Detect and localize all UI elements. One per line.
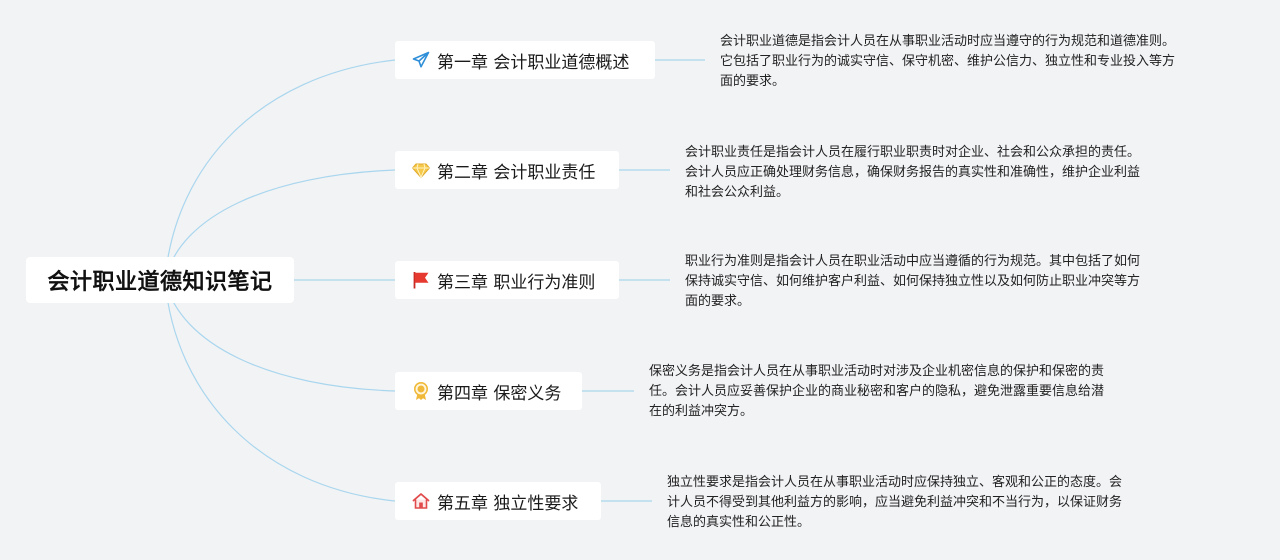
description-line: 保密义务是指会计人员在从事职业活动时对涉及企业机密信息的保护和保密的责	[649, 364, 1105, 379]
description-line: 会计人员应正确处理财务信息，确保财务报告的真实性和准确性，维护企业利益	[685, 165, 1141, 180]
chapter-description-5[interactable]: 独立性要求是指会计人员在从事职业活动时应保持独立、客观和公正的态度。会 计人员不…	[667, 473, 1122, 533]
description-line: 会计职业责任是指会计人员在履行职业职责时对企业、社会和公众承担的责任。	[685, 145, 1141, 160]
description-line: 会计职业道德是指会计人员在从事职业活动时应当遵守的行为规范和道德准则。	[720, 34, 1176, 49]
chapter-node-2[interactable]: 第二章 会计职业责任	[395, 151, 619, 189]
description-line: 任。会计人员应妥善保护企业的商业秘密和客户的隐私，避免泄露重要信息给潜	[649, 384, 1105, 399]
chapter-description-1[interactable]: 会计职业道德是指会计人员在从事职业活动时应当遵守的行为规范和道德准则。 它包括了…	[720, 32, 1175, 92]
medal-icon	[411, 381, 431, 401]
chapter-label: 第二章 会计职业责任	[437, 162, 596, 183]
description-line: 面的要求。	[720, 74, 786, 89]
chapter-node-1[interactable]: 第一章 会计职业道德概述	[395, 41, 655, 79]
description-line: 计人员不得受到其他利益方的影响，应当避免利益冲突和不当行为，以保证财务	[667, 495, 1123, 510]
chapter-label: 第三章 职业行为准则	[437, 272, 596, 293]
description-line: 在的利益冲突方。	[649, 404, 754, 419]
description-line: 信息的真实性和公正性。	[667, 515, 811, 530]
connector-root-chapter-4	[164, 279, 396, 392]
connector-root-chapter-2	[164, 169, 396, 281]
gem-icon	[411, 160, 431, 180]
chapter-description-3[interactable]: 职业行为准则是指会计人员在职业活动中应当遵循的行为规范。其中包括了如何 保持诚实…	[685, 252, 1140, 312]
chapter-label: 第一章 会计职业道德概述	[437, 52, 630, 73]
description-line: 面的要求。	[685, 294, 751, 309]
description-line: 职业行为准则是指会计人员在职业活动中应当遵循的行为规范。其中包括了如何	[685, 254, 1141, 269]
home-icon	[411, 491, 431, 511]
description-line: 它包括了职业行为的诚实守信、保守机密、维护公信力、独立性和专业投入等方	[720, 54, 1176, 69]
chapter-label: 第四章 保密义务	[437, 383, 562, 404]
description-line: 和社会公众利益。	[685, 185, 790, 200]
description-line: 保持诚实守信、如何维护客户利益、如何保持独立性以及如何防止职业冲突等方	[685, 274, 1141, 289]
flag-icon	[411, 270, 431, 290]
chapter-label: 第五章 独立性要求	[437, 493, 579, 514]
chapter-node-3[interactable]: 第三章 职业行为准则	[395, 261, 619, 299]
chapter-node-5[interactable]: 第五章 独立性要求	[395, 482, 601, 520]
chapter-description-4[interactable]: 保密义务是指会计人员在从事职业活动时对涉及企业机密信息的保护和保密的责 任。会计…	[649, 362, 1104, 422]
connector-root-chapter-1	[164, 59, 396, 281]
description-line: 独立性要求是指会计人员在从事职业活动时应保持独立、客观和公正的态度。会	[667, 475, 1123, 490]
root-topic[interactable]: 会计职业道德知识笔记	[26, 257, 294, 303]
chapter-node-4[interactable]: 第四章 保密义务	[395, 372, 582, 410]
chapter-description-2[interactable]: 会计职业责任是指会计人员在履行职业职责时对企业、社会和公众承担的责任。 会计人员…	[685, 143, 1140, 203]
connector-root-chapter-5	[164, 279, 396, 502]
send-icon	[411, 50, 431, 70]
